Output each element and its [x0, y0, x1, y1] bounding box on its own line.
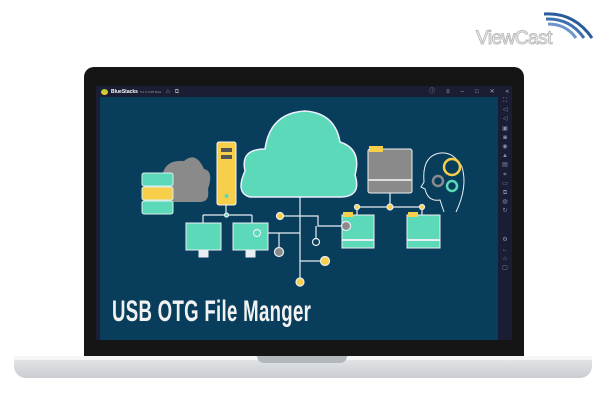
- maximize-icon[interactable]: □: [475, 88, 479, 95]
- right-sidebar: ⛶ ◁ ◁ ▣ ◙ ◉ ▲ ▤ ⌗ ▭ ⧉ ◍ ↻ ⚙ ← ⌂ ▢: [498, 97, 512, 340]
- bluestacks-logo-icon: [101, 88, 108, 95]
- app-content: USB OTG File Manger: [100, 97, 498, 340]
- viewcast-logo-waves: [543, 12, 594, 39]
- back-icon[interactable]: ←: [502, 246, 508, 253]
- settings-icon[interactable]: ⚙: [502, 237, 508, 244]
- screen-record-icon[interactable]: ▣: [502, 125, 508, 132]
- menu-icon[interactable]: ≡: [446, 88, 450, 95]
- teal-folder-icon: [406, 212, 441, 249]
- camera-icon[interactable]: ◙: [503, 134, 507, 141]
- screenshot-icon[interactable]: ⌗: [503, 171, 507, 178]
- monitor-icon: [185, 222, 222, 258]
- collapse-sidebar-icon[interactable]: «: [505, 88, 509, 95]
- monitor-icon: [232, 222, 269, 258]
- minimize-icon[interactable]: –: [460, 88, 464, 95]
- help-icon[interactable]: ⓘ: [429, 88, 436, 95]
- bluestacks-window: BlueStacks 5.0.0.7228 Beta ⌂ ⧉ ⓘ ≡ – □ ✕…: [96, 86, 512, 340]
- home-icon[interactable]: ⌂: [166, 88, 170, 95]
- titlebar: BlueStacks 5.0.0.7228 Beta ⌂ ⧉ ⓘ ≡ – □ ✕…: [96, 86, 512, 97]
- recent-apps-icon[interactable]: ▢: [502, 265, 508, 271]
- volume-down-icon[interactable]: ◁: [502, 116, 508, 123]
- media-icon[interactable]: ▤: [502, 162, 508, 169]
- eco-mode-icon[interactable]: ◍: [502, 199, 508, 206]
- app-title: USB OTG File Manger: [112, 295, 312, 328]
- cloud-icon: [240, 110, 358, 198]
- install-apk-icon[interactable]: ▲: [502, 153, 508, 160]
- teal-folder-icon: [341, 212, 375, 249]
- laptop-notch: [257, 356, 347, 363]
- server-stack-icon: [141, 172, 174, 215]
- connection-nodes: [223, 203, 426, 287]
- multi-instance-icon[interactable]: ⧉: [502, 189, 508, 196]
- server-tower-icon: [216, 141, 237, 206]
- app-version: 5.0.0.7228 Beta: [139, 89, 162, 94]
- multi-instance-icon[interactable]: ⧉: [174, 88, 180, 95]
- macro-icon[interactable]: ◉: [502, 143, 508, 150]
- laptop-base: [14, 356, 592, 378]
- viewcast-logo: ViewCast: [476, 28, 553, 50]
- home-icon[interactable]: ⌂: [503, 255, 507, 262]
- fullscreen-icon[interactable]: ⛶: [502, 98, 508, 104]
- gray-folder-icon: [367, 146, 413, 194]
- volume-up-icon[interactable]: ◁: [502, 107, 508, 114]
- rotate-icon[interactable]: ↻: [502, 208, 508, 215]
- head-gears-icon: [420, 152, 465, 213]
- folder-icon[interactable]: ▭: [502, 180, 508, 187]
- app-name: BlueStacks: [111, 88, 138, 95]
- close-icon[interactable]: ✕: [489, 88, 495, 95]
- network-illustration: [141, 110, 465, 287]
